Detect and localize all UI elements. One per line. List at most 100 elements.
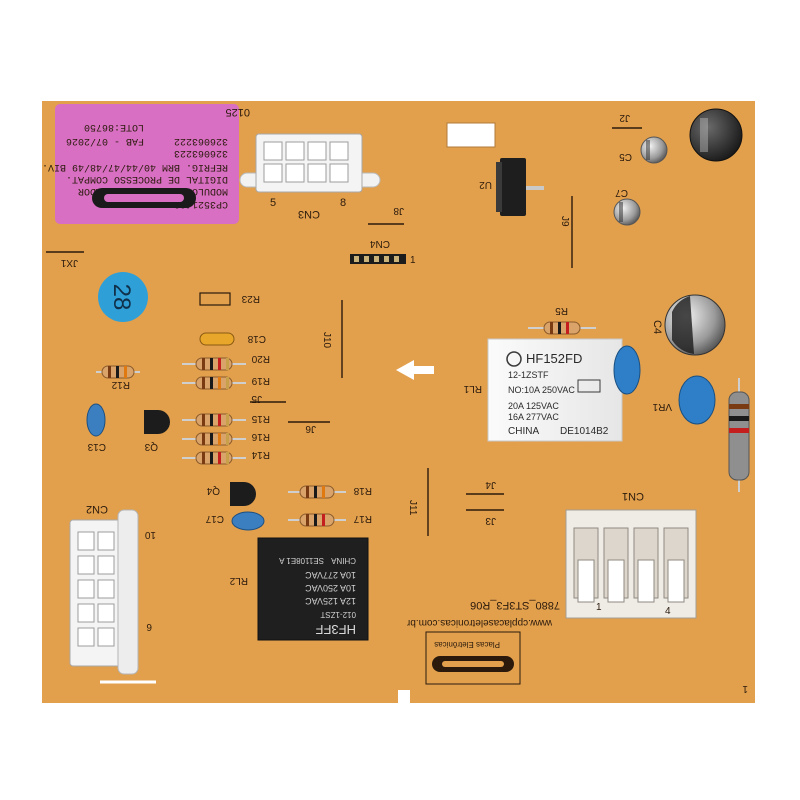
capacitor-blue-relay [613,345,641,395]
brand-block: Placas Eletrônicas [425,631,521,685]
badge-number: 28 [108,284,135,311]
sticker-line: CP3521460 [174,198,228,209]
rl1-text: HF152FD [526,351,582,366]
rl1-text: 12-1ZSTF [508,370,549,380]
cp-logo-icon [432,656,514,672]
board-revision: 7880_ST3F3_R06 [470,599,560,611]
product-sticker: CP3521460 MODULO ELETR. CONTROLADOR DIGI… [42,104,239,224]
cn4-ref: CN4 [370,238,390,249]
sticker-line: 326063223 [174,147,228,158]
brand-caption: Placas Eletrônicas [434,640,500,649]
resistor [182,432,246,446]
label-j5: J5 [251,393,262,404]
varistor-vr1 [678,375,716,425]
cn1-pin-4: 4 [665,606,671,617]
cn2-pin-10: 10 [144,529,156,540]
connector-cn1 [565,509,697,619]
arrow-icon [396,360,434,380]
resistor [182,376,246,390]
label-r19: R19 [251,375,270,386]
label-c13: C13 [87,441,106,452]
board-cutout [446,122,496,148]
rl1-text: 20A 125VAC [508,401,559,411]
label-r16: R16 [251,431,270,442]
sticker-line: LOTE:86750 [84,121,144,132]
capacitor-c17 [231,511,265,531]
resistor [528,321,596,335]
label-j4: J4 [485,479,496,490]
cn1-pin-1: 1 [596,602,602,613]
label-j11: J11 [407,500,418,516]
label-vr1: VR1 [652,401,672,412]
inspection-badge: 28 [98,272,148,322]
power-resistor [728,378,750,492]
transistor-q3 [144,410,170,434]
rl2-ref: RL2 [229,575,248,586]
rl1-text: CHINA [508,426,539,437]
corner-mark: 1 [742,683,748,694]
capacitor-c5 [640,136,668,164]
capacitor-c7 [613,198,641,226]
label-c18: C18 [247,333,266,344]
board-website: www.cpplacaseletronicas.com.br [406,617,553,628]
rl1-ref: RL1 [463,383,482,394]
rl2-text: 10A 277VAC [305,570,356,580]
capacitor-top-right [689,108,743,162]
relay-rl2: HF3FF 012-1ZST 12A 125VAC 10A 250VAC 10A… [257,537,369,641]
resistor [182,357,246,371]
rl1-text: NO:10A 250VAC [508,385,575,395]
sticker-line: 326063222 [174,135,228,146]
resistor-footprint-r23 [199,292,231,306]
board-code: 0125 [226,106,250,118]
label-r5: R5 [555,305,568,316]
cp-logo-icon [92,188,196,208]
label-j2: J2 [619,112,630,123]
cn3-pin-5: 5 [270,197,276,209]
label-r20: R20 [251,353,270,364]
cn1-ref: CN1 [622,490,644,502]
resistor [288,485,346,499]
label-c17: C17 [205,513,224,524]
label-j9: J9 [559,216,570,227]
connector-cn2 [69,509,139,675]
rl2-text: SE1108E1 A [279,556,324,565]
connector-cn3 [239,133,381,193]
label-r15: R15 [251,413,270,424]
rl2-text: CHINA [330,556,356,565]
label-q4: Q4 [206,485,220,496]
rl2-text: 012-1ZST [320,610,356,619]
label-r17: R17 [353,513,372,524]
label-r23: R23 [241,293,260,304]
label-r12: R12 [111,379,130,390]
regulator-u2 [496,158,544,216]
label-j10: J10 [321,332,332,349]
capacitor-c13 [86,403,106,437]
connector-cn4 [350,254,406,264]
label-q3: Q3 [144,441,158,452]
rl1-vent-icon [577,379,601,393]
sticker-line: DIGITAL DE PROCESSO COMPAT. [66,173,228,184]
resistor [182,413,246,427]
capacitor-c4 [664,294,726,356]
label-j6: J6 [305,423,316,434]
cn2-pin-6: 6 [146,621,152,632]
cn3-ref: CN3 [298,208,320,220]
label-c7: C7 [615,187,628,198]
label-j3: J3 [485,515,496,526]
rl1-text: 16A 277VAC [508,412,559,422]
sticker-line: FAB - 07/2026 [66,135,144,147]
relay-rl1: HF152FD 12-1ZSTF NO:10A 250VAC 20A 125VA… [487,338,623,442]
label-c4: C4 [651,320,663,334]
resistor [96,365,140,379]
rl2-text: 12A 125VAC [305,596,356,606]
label-jx1: JX1 [60,257,78,268]
label-r18: R18 [353,485,372,496]
label-j8: J8 [393,205,404,216]
resistor [182,451,246,465]
sticker-line: REFRIG. BRM 40/44/47/48/49 BIV. [42,161,228,173]
cn2-ref: CN2 [86,503,108,515]
transistor-q4 [230,482,256,506]
cn3-pin-8: 8 [340,197,346,209]
label-c5: C5 [619,151,632,162]
